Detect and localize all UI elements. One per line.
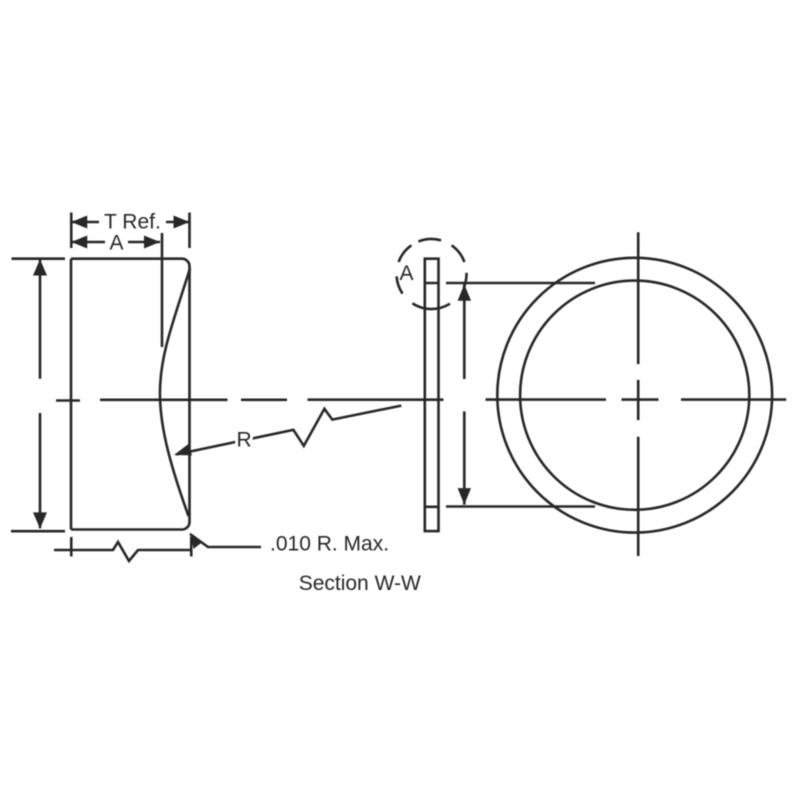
svg-text:T Ref.: T Ref. (104, 211, 161, 234)
svg-text:R: R (237, 429, 252, 452)
svg-text:A: A (110, 232, 124, 255)
svg-text:Section W-W: Section W-W (299, 572, 421, 595)
svg-text:.010 R. Max.: .010 R. Max. (270, 533, 389, 556)
svg-text:A: A (400, 262, 414, 285)
